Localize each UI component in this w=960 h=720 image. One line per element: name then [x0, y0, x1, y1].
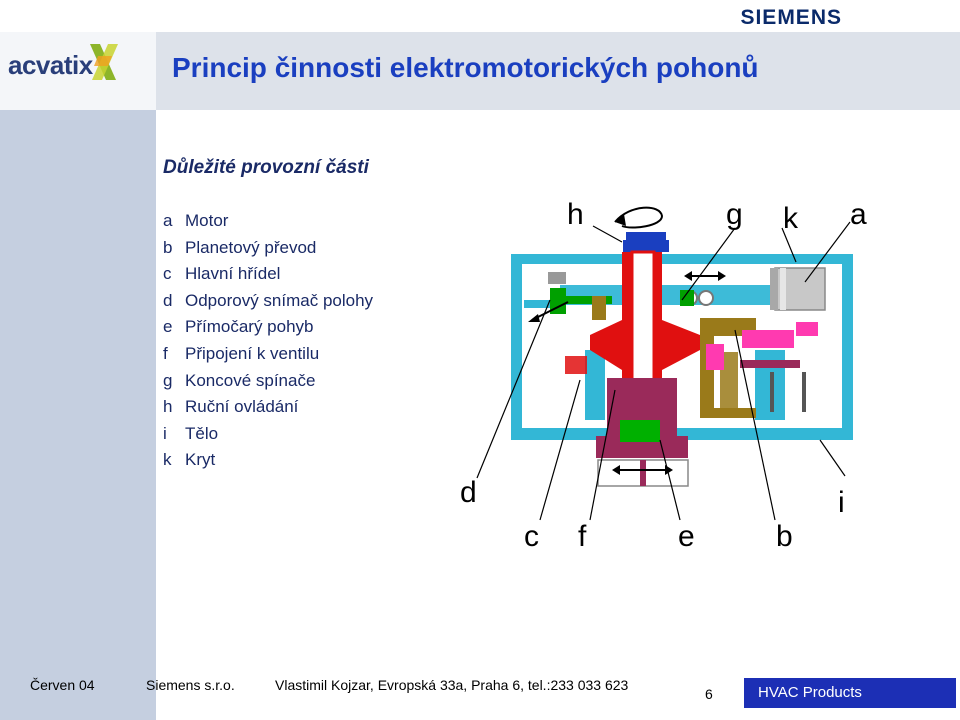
legend-label: Koncové spínače — [185, 370, 316, 390]
position-sensor — [548, 272, 612, 320]
callout-i: i — [838, 486, 845, 519]
legend-item: k Kryt — [163, 449, 373, 476]
callout-f: f — [578, 520, 587, 553]
side-detail — [565, 356, 587, 374]
footer-company: Siemens s.r.o. — [146, 677, 235, 693]
legend-label: Připojení k ventilu — [185, 343, 320, 363]
legend-label: Ruční ovládání — [185, 397, 299, 417]
valve-coupling — [596, 378, 689, 487]
callout-b: b — [776, 520, 793, 553]
callout-lines — [476, 221, 851, 521]
legend-key: e — [163, 317, 173, 337]
section-subtitle: Důležité provozní části — [163, 157, 369, 178]
motor-a — [770, 267, 826, 311]
legend-key: c — [163, 264, 172, 284]
hvac-products-bar: HVAC Products — [744, 678, 956, 708]
legend-item: a Motor — [163, 210, 373, 237]
spring-rods — [770, 372, 806, 412]
legend-item: f Připojení k ventilu — [163, 343, 373, 370]
legend-item: i Tělo — [163, 423, 373, 450]
callout-e: e — [678, 520, 695, 553]
legend-key: b — [163, 237, 173, 257]
legend-item: e Přímočarý pohyb — [163, 316, 373, 343]
legend-item: h Ruční ovládání — [163, 396, 373, 423]
page-number: 6 — [705, 686, 713, 702]
legend-label: Kryt — [185, 450, 216, 470]
legend-key: f — [163, 343, 168, 363]
left-sidebar-bar — [0, 110, 156, 720]
legend-label: Planetový převod — [185, 237, 317, 257]
legend-key: g — [163, 370, 173, 390]
footer-date: Červen 04 — [30, 677, 95, 693]
callout-k: k — [783, 202, 799, 235]
legend-item: c Hlavní hřídel — [163, 263, 373, 290]
legend-key: d — [163, 290, 173, 310]
header-band — [0, 32, 960, 110]
callout-h: h — [567, 198, 584, 231]
legend-item: b Planetový převod — [163, 237, 373, 264]
page-title: Princip činnosti elektromotorických poho… — [172, 52, 759, 83]
footer-address: Vlastimil Kojzar, Evropská 33a, Praha 6,… — [275, 677, 629, 693]
legend-key: a — [163, 211, 173, 230]
legend-item: g Koncové spínače — [163, 370, 373, 397]
legend-label: Odporový snímač polohy — [185, 290, 374, 310]
callout-g: g — [726, 198, 743, 231]
siemens-brand: SIEMENS — [740, 6, 842, 29]
cover-top — [623, 232, 669, 252]
actuator-cross-section-diagram: h g k a d i c f e b — [460, 198, 867, 553]
legend-key: h — [163, 397, 173, 417]
callout-d: d — [460, 476, 477, 509]
callout-a: a — [850, 198, 867, 231]
logo-x-mark-icon — [90, 44, 118, 80]
callout-c: c — [524, 520, 539, 553]
legend-key: k — [163, 450, 172, 470]
legend-label: Tělo — [185, 423, 219, 443]
logo-text: acvatix — [8, 50, 93, 80]
top-strip — [0, 0, 960, 32]
acvatix-logo: acvatix — [0, 32, 156, 110]
legend-key: i — [163, 423, 167, 443]
motion-arrows — [528, 206, 726, 475]
legend-label: Hlavní hřídel — [185, 264, 281, 284]
legend-label: Motor — [185, 211, 229, 230]
legend-item: d Odporový snímač polohy — [163, 290, 373, 317]
legend-label: Přímočarý pohyb — [185, 317, 314, 337]
pink-parts — [706, 322, 818, 370]
